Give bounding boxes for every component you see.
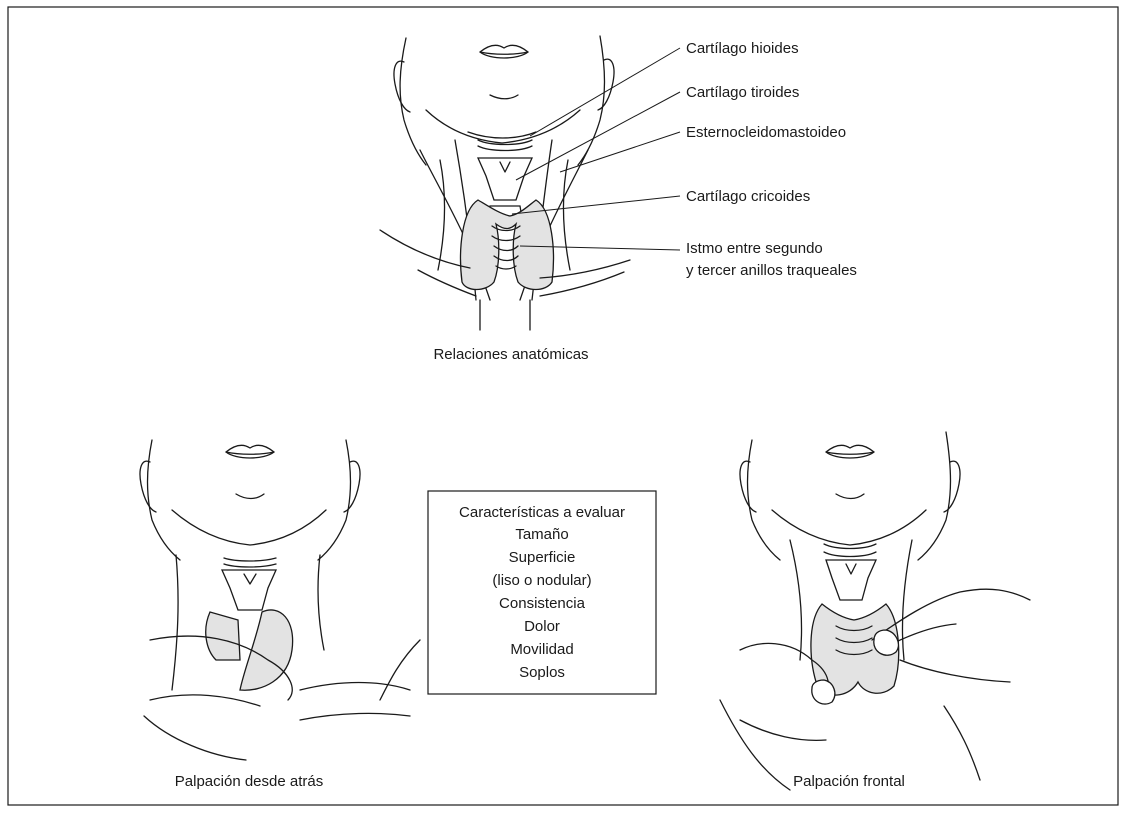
feature-surface-detail: (liso o nodular)	[492, 572, 591, 589]
features-to-evaluate-box: Características a evaluar Tamaño Superfi…	[428, 491, 656, 694]
caption-frontal-palpation: Palpación frontal	[793, 773, 905, 790]
label-isthmus-line-2: y tercer anillos traqueales	[686, 262, 857, 279]
caption-anatomical-relations: Relaciones anatómicas	[433, 346, 588, 363]
feature-mobility: Movilidad	[510, 641, 573, 658]
feature-pain: Dolor	[524, 618, 560, 635]
feature-size: Tamaño	[515, 526, 568, 543]
feature-consistency: Consistencia	[499, 595, 586, 612]
label-isthmus-line-1: Istmo entre segundo	[686, 240, 823, 257]
label-thyroid-cartilage: Cartílago tiroides	[686, 84, 799, 101]
caption-posterior-palpation: Palpación desde atrás	[175, 773, 323, 790]
label-hyoid-cartilage: Cartílago hioides	[686, 40, 799, 57]
features-box-title: Características a evaluar	[459, 504, 625, 521]
feature-surface: Superficie	[509, 549, 576, 566]
label-cricoid-cartilage: Cartílago cricoides	[686, 188, 810, 205]
feature-bruits: Soplos	[519, 664, 565, 681]
label-sternocleidomastoid: Esternocleidomastoideo	[686, 124, 846, 141]
